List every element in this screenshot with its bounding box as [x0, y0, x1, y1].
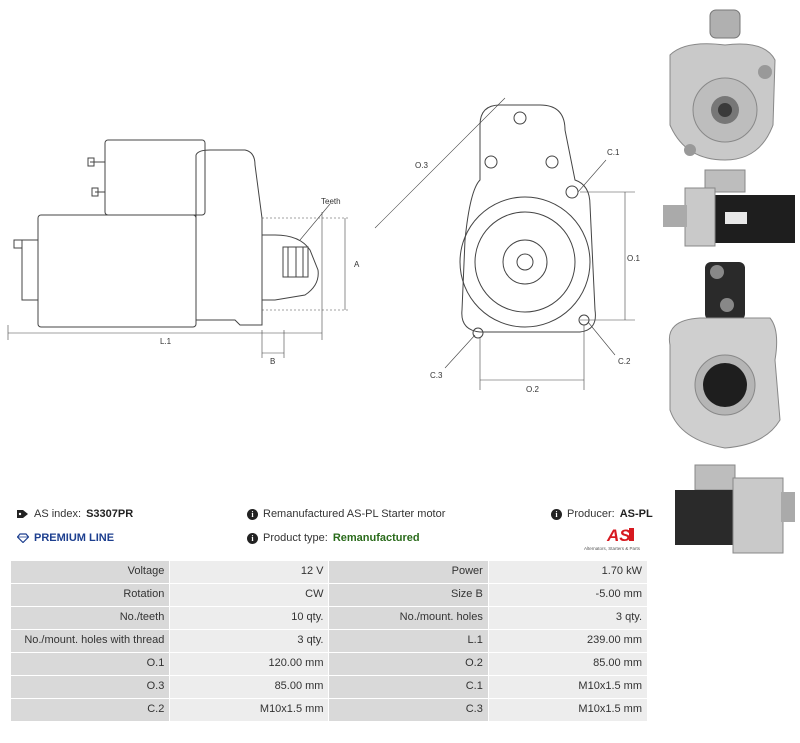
tag-icon — [17, 510, 28, 518]
premium-line: PREMIUM LINE — [17, 532, 114, 544]
spec-label: C.2 — [9, 698, 171, 722]
spec-label: C.3 — [328, 698, 489, 722]
spec-value: M10x1.5 mm — [487, 675, 649, 699]
spec-value: M10x1.5 mm — [487, 698, 649, 722]
label-teeth: Teeth — [321, 197, 341, 206]
spec-value: -5.00 mm — [487, 583, 649, 607]
spec-value: 1.70 kW — [487, 560, 649, 584]
product-type-value: Remanufactured — [332, 532, 420, 544]
technical-drawing: Teeth A L.1 B O.3 C.1 O.1 C.2 C.3 O.2 — [7, 97, 640, 394]
label-a: A — [354, 260, 360, 269]
spec-label: No./mount. holes with thread — [9, 629, 171, 653]
description: i Remanufactured AS-PL Starter motor — [247, 508, 445, 520]
spec-value: 3 qty. — [487, 606, 649, 630]
label-o3: O.3 — [415, 161, 428, 170]
spec-value: 10 qty. — [169, 606, 330, 630]
spec-value: 85.00 mm — [169, 675, 330, 699]
as-index-label: AS index: — [34, 508, 82, 520]
table-row: No./teeth 10 qty. No./mount. holes 3 qty… — [9, 606, 649, 630]
front-view-dimensions — [374, 97, 635, 390]
table-row: Rotation CW Size B -5.00 mm — [9, 583, 649, 607]
premium-line-text: PREMIUM LINE — [34, 532, 115, 544]
producer-value: AS-PL — [619, 508, 653, 520]
info-icon: i — [551, 508, 562, 520]
label-l1: L.1 — [160, 337, 172, 346]
spec-label: No./teeth — [9, 606, 171, 630]
spec-value: CW — [169, 583, 330, 607]
front-view-photo — [669, 9, 776, 161]
table-row: Voltage 12 V Power 1.70 kW — [9, 560, 649, 584]
info-icon: i — [247, 508, 258, 520]
spec-value: 120.00 mm — [169, 652, 330, 676]
rear-view-photo — [668, 262, 781, 449]
product-type-label: Product type: — [263, 532, 328, 544]
spec-label: O.1 — [9, 652, 171, 676]
spec-value: 12 V — [169, 560, 330, 584]
spec-label: Size B — [328, 583, 489, 607]
spec-value: M10x1.5 mm — [169, 698, 330, 722]
description-text: Remanufactured AS-PL Starter motor — [263, 508, 446, 520]
spec-value: 239.00 mm — [487, 629, 649, 653]
side-view-photo — [663, 169, 795, 247]
logo-tagline: Alternators, Starters & Parts — [584, 546, 641, 551]
spec-value: 3 qty. — [169, 629, 330, 653]
info-icon: i — [247, 532, 258, 544]
diamond-icon — [17, 533, 29, 543]
product-info: AS index: S3307PR i Remanufactured AS-PL… — [0, 500, 800, 560]
spec-label: O.3 — [9, 675, 171, 699]
specs-table: Voltage 12 V Power 1.70 kW Rotation CW S… — [9, 560, 649, 722]
side-view-photo-2 — [675, 464, 795, 554]
table-row: C.2 M10x1.5 mm C.3 M10x1.5 mm — [9, 698, 649, 722]
spec-label: Power — [328, 560, 489, 584]
label-o1: O.1 — [627, 254, 640, 263]
spec-label: Rotation — [9, 583, 171, 607]
spec-value: 85.00 mm — [487, 652, 649, 676]
as-logo: AS — [606, 526, 634, 545]
table-row: No./mount. holes with thread 3 qty. L.1 … — [9, 629, 649, 653]
spec-label: L.1 — [328, 629, 489, 653]
label-c1: C.1 — [607, 148, 620, 157]
spec-label: C.1 — [328, 675, 489, 699]
label-b: B — [270, 357, 275, 366]
table-row: O.1 120.00 mm O.2 85.00 mm — [9, 652, 649, 676]
table-row: O.3 85.00 mm C.1 M10x1.5 mm — [9, 675, 649, 699]
label-c2: C.2 — [618, 357, 631, 366]
producer: i Producer: AS-PL — [551, 508, 653, 520]
spec-label: O.2 — [328, 652, 489, 676]
front-view-drawing — [459, 104, 596, 339]
logo-text: AS — [606, 526, 631, 545]
as-index: AS index: S3307PR — [17, 508, 133, 520]
producer-label: Producer: — [567, 508, 615, 520]
label-o2: O.2 — [526, 385, 539, 394]
label-c3: C.3 — [430, 371, 443, 380]
side-view-dimensions — [7, 203, 350, 358]
side-view-drawing — [13, 139, 319, 328]
as-index-value: S3307PR — [86, 508, 134, 520]
product-type: i Product type: Remanufactured — [247, 532, 420, 544]
spec-label: No./mount. holes — [328, 606, 489, 630]
spec-label: Voltage — [9, 560, 171, 584]
product-photos — [663, 9, 795, 554]
